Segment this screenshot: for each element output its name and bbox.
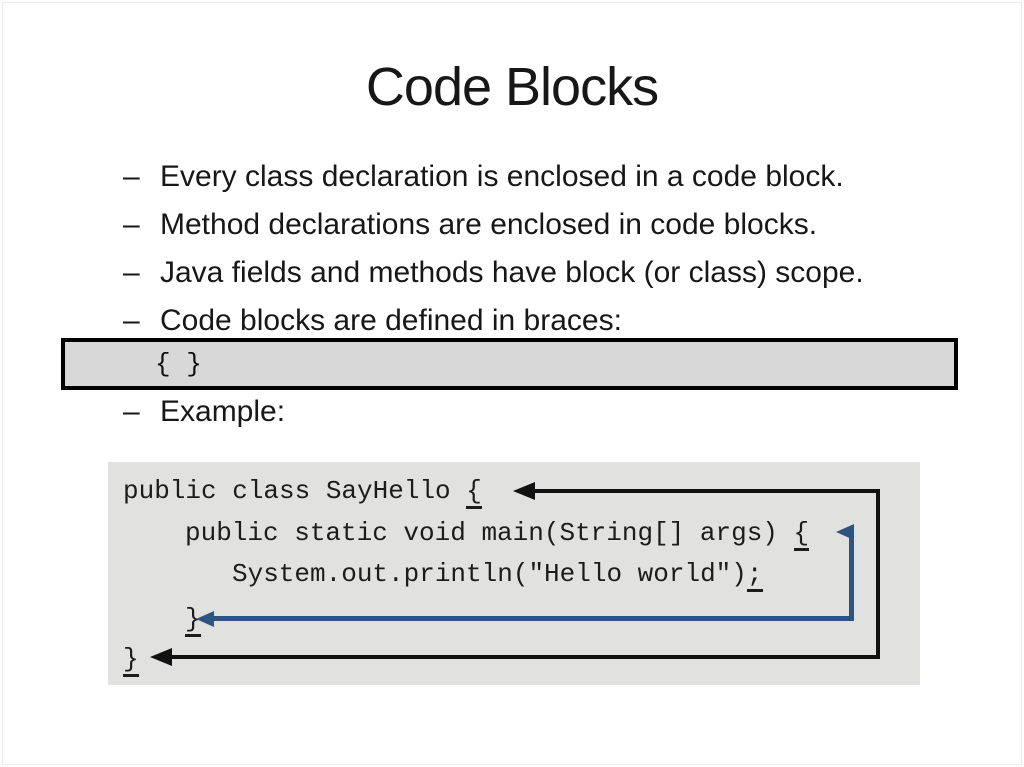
arrow-line xyxy=(849,529,854,621)
bullet-item-example: – Example: xyxy=(123,388,285,436)
brace-syntax-text: { } xyxy=(155,349,202,379)
bullet-text: Example: xyxy=(160,395,286,428)
arrowhead-left-icon xyxy=(150,648,172,666)
bullet-item: – Java fields and methods have block (or… xyxy=(123,249,983,297)
bullet-dash: – xyxy=(123,304,140,337)
bullet-item: – Method declarations are enclosed in co… xyxy=(123,201,983,249)
code-text: public class SayHello xyxy=(123,476,467,506)
bullet-text: Code blocks are defined in braces: xyxy=(160,304,622,337)
bullet-item: – Code blocks are defined in braces: xyxy=(123,297,983,345)
bullet-dash: – xyxy=(123,160,140,193)
underlined-brace: { xyxy=(793,518,810,551)
arrow-line xyxy=(535,489,880,493)
brace-syntax-box: { } xyxy=(61,338,958,390)
slide-title: Code Blocks xyxy=(365,57,659,117)
code-text: public static void main(String[] args) xyxy=(185,518,794,548)
arrow-line xyxy=(214,616,849,621)
arrowhead-left-icon xyxy=(513,482,535,500)
bullet-dash: – xyxy=(123,256,140,289)
code-line: System.out.println("Hello world"); xyxy=(123,553,763,595)
bullet-text: Java fields and methods have block (or c… xyxy=(160,256,864,289)
code-line: public static void main(String[] args) { xyxy=(123,512,810,554)
code-line: } xyxy=(123,638,139,680)
bullet-dash: – xyxy=(123,208,140,241)
code-line: public class SayHello { xyxy=(123,470,482,512)
code-line: } xyxy=(123,598,201,640)
underlined-brace: } xyxy=(123,644,139,677)
bullet-text: Every class declaration is enclosed in a… xyxy=(160,160,844,193)
arrow-line xyxy=(876,489,880,659)
bullet-dash: – xyxy=(123,395,140,428)
bullet-item: – Every class declaration is enclosed in… xyxy=(123,153,983,201)
code-example-box: public class SayHello { public static vo… xyxy=(108,462,920,685)
arrow-line xyxy=(172,655,876,659)
bullet-list: – Every class declaration is enclosed in… xyxy=(123,153,983,345)
bullet-text: Method declarations are enclosed in code… xyxy=(160,208,818,241)
underlined-brace: { xyxy=(466,476,482,509)
code-text: System.out.println("Hello world") xyxy=(232,559,747,589)
arrowhead-left-icon xyxy=(196,611,214,627)
underlined-semicolon: ; xyxy=(746,559,763,592)
